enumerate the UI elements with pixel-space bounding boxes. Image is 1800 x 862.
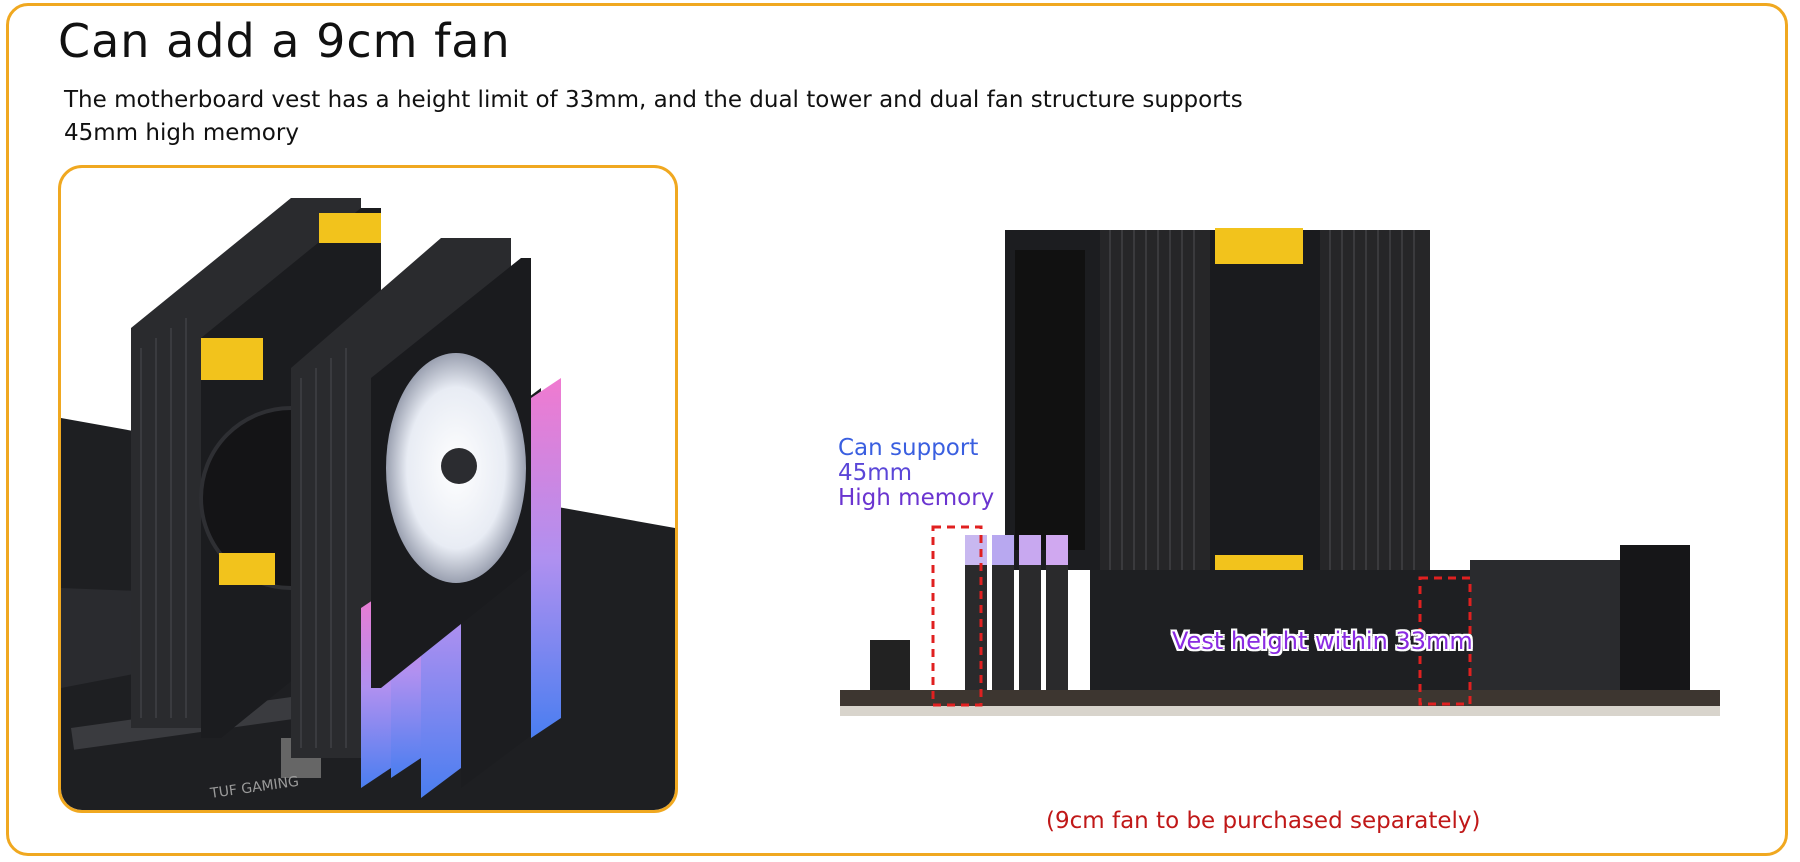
outer-frame: [6, 3, 1788, 856]
memory-support-line1: Can support: [838, 435, 979, 461]
fan-purchase-note: (9cm fan to be purchased separately): [1046, 808, 1481, 834]
memory-support-line2: 45mm: [838, 460, 913, 486]
vest-height-label: Vest height within 33mm: [1172, 627, 1473, 655]
memory-support-label: Can support 45mm High memory: [838, 436, 994, 511]
cooler-installed-illustration: TUF GAMING: [61, 198, 675, 810]
memory-support-line3: High memory: [838, 485, 995, 511]
page-subtitle: The motherboard vest has a height limit …: [64, 87, 1243, 146]
cooler-side-view-photo: [830, 200, 1730, 740]
cooler-installed-photo: TUF GAMING: [58, 165, 678, 813]
page-title: Can add a 9cm fan: [58, 14, 511, 68]
cooler-side-view-illustration: [840, 228, 1720, 716]
